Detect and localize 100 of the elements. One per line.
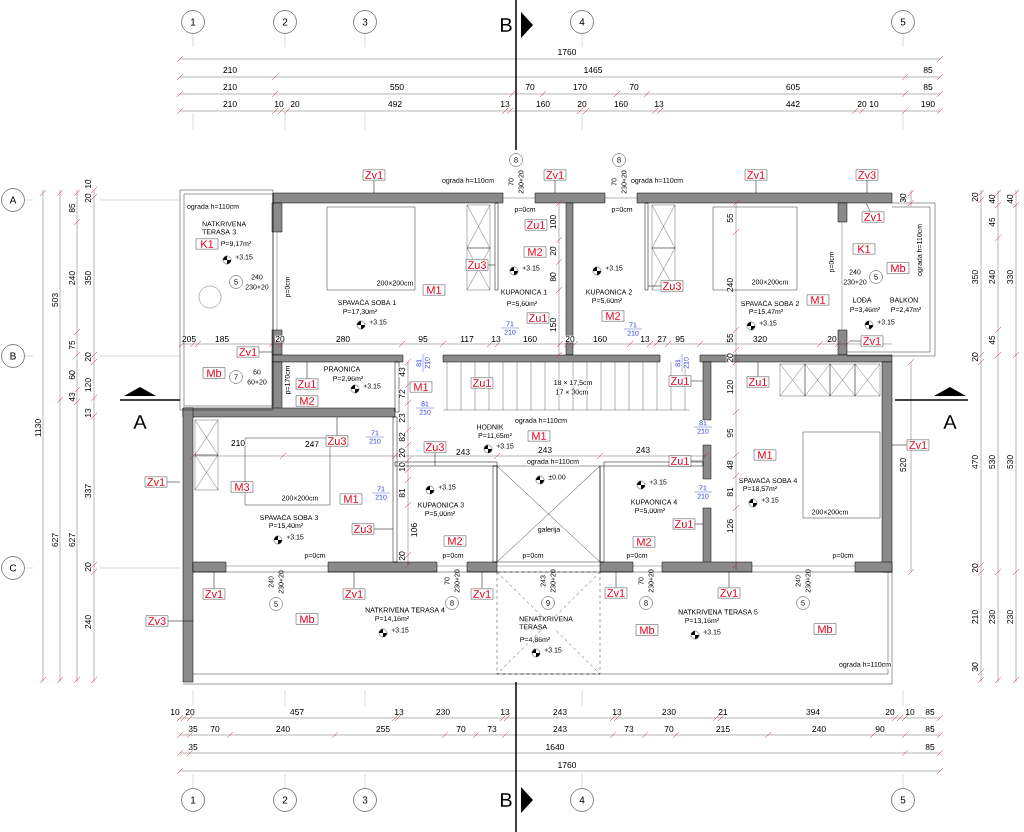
dimension-value: 70: [210, 725, 220, 733]
dimension-value: 243: [552, 725, 568, 733]
dimension-value: 210: [971, 609, 979, 625]
dimension-value: 255: [375, 725, 391, 733]
leader-line: [647, 285, 662, 287]
element-tag: Zv1: [202, 588, 226, 600]
grid-axis-bubble: 2: [273, 10, 297, 34]
dimension-value: 320: [752, 335, 768, 343]
grid-axis-bubble: B: [1, 344, 25, 368]
element-tag: Zu1: [668, 375, 692, 387]
dimension-value: 530: [1006, 454, 1014, 470]
dimension-value: 10: [905, 708, 915, 716]
dimension-value: 160: [535, 100, 551, 108]
dimension-value: 120: [84, 377, 92, 393]
element-tag: Zu3: [423, 441, 447, 453]
dimension-value: 20: [577, 100, 587, 108]
grid-axis-bubble: 1: [181, 10, 205, 34]
dimension-value: 20: [726, 353, 734, 363]
dimension-value: 160: [522, 335, 538, 343]
dimension-value: 70: [629, 83, 639, 91]
leader-line: [891, 444, 908, 446]
dimension-value: 280: [335, 335, 351, 343]
dimension-value: 160: [613, 100, 629, 108]
dimension-value: 75: [68, 340, 76, 350]
dimension-value: 70: [456, 725, 466, 733]
dimension-value: 82: [398, 432, 406, 442]
dimension-value: 90: [875, 725, 885, 733]
leader-line: [757, 361, 759, 377]
dimension-value: 1640: [545, 743, 565, 751]
element-tag: M2: [601, 310, 625, 322]
element-tag: Zv1: [906, 439, 930, 451]
dimension-value: 13: [394, 708, 404, 716]
dimension-value: 20: [398, 551, 406, 561]
element-tag: K1: [195, 238, 219, 250]
dimension-value: 45: [988, 335, 996, 345]
element-tag: M1: [753, 449, 777, 461]
dimension-value: 530: [988, 454, 996, 470]
dimension-value: 160: [592, 335, 608, 343]
dimension-value: 95: [675, 335, 685, 343]
element-tag: M1: [527, 430, 551, 442]
dimension-value: 230: [435, 708, 451, 716]
grid-axis-bubble: 4: [570, 788, 594, 812]
element-tag: Zv1: [543, 169, 567, 181]
dimension-value: 10: [84, 179, 92, 189]
dimension-value: 21: [718, 708, 728, 716]
element-tag: Zu1: [470, 377, 494, 389]
dimension-value: 350: [84, 270, 92, 286]
dimension-value: 240: [68, 270, 76, 286]
leader-line: [487, 264, 496, 266]
grid-axis-bubble: C: [1, 556, 25, 580]
element-tag: Zu1: [746, 376, 770, 388]
dimension-value: 48: [726, 460, 734, 470]
dimension-value: 13: [500, 708, 510, 716]
dimension-value: 80: [549, 272, 557, 282]
section-letter: B: [499, 17, 513, 33]
element-tag: M2: [443, 535, 467, 547]
dimension-value: 85: [925, 708, 935, 716]
grid-axis-bubble: 5: [891, 10, 915, 34]
dimension-value: 205: [181, 335, 197, 343]
dimension-value: 240: [726, 277, 734, 293]
leader-line: [554, 180, 556, 194]
element-tag: M1: [409, 381, 433, 393]
element-tag: Zv1: [362, 169, 386, 181]
element-tag: Mb: [886, 262, 910, 274]
leader-line: [690, 380, 704, 382]
dimension-value: 243: [635, 446, 651, 454]
element-tag: Mb: [295, 613, 319, 625]
dimension-value: 330: [1006, 269, 1014, 285]
element-tag: K1: [852, 243, 876, 255]
dimension-value: 85: [923, 83, 933, 91]
section-letter: B: [499, 792, 513, 808]
leader-line: [213, 571, 215, 589]
element-tag: Zv3: [145, 615, 169, 627]
dimension-value: 13: [84, 408, 92, 418]
dimension-value: 13: [640, 335, 650, 343]
dimension-value: 20: [857, 100, 867, 108]
element-tag: Zu1: [524, 219, 548, 231]
dimension-value: 210: [222, 100, 238, 108]
element-tag: Zu1: [295, 378, 319, 390]
leader-line: [694, 523, 704, 525]
dimension-value: 150: [549, 317, 557, 333]
grid-axis-bubble: 5: [891, 788, 915, 812]
dimension-value: 243: [552, 708, 568, 716]
dimension-value: 81: [398, 488, 406, 498]
dimension-value: 230: [1006, 609, 1014, 625]
dimension-value: 230: [988, 609, 996, 625]
grid-axis-bubble: 1: [181, 788, 205, 812]
dimension-value: 10: [398, 462, 406, 472]
grid-axis-bubble: 2: [273, 788, 297, 812]
dimension-value: 30: [899, 193, 907, 203]
dimension-value: 85: [925, 743, 935, 751]
leader-line: [258, 351, 273, 353]
dimension-value: 240: [275, 725, 291, 733]
dimension-value: 100: [549, 214, 557, 230]
dimension-value: 605: [785, 83, 801, 91]
dimension-value: 72: [398, 389, 406, 399]
grid-axis-bubble: 3: [353, 788, 377, 812]
element-tag: Zu3: [325, 435, 349, 447]
dimension-value: 627: [51, 532, 59, 548]
element-tag: Mb: [635, 624, 659, 636]
